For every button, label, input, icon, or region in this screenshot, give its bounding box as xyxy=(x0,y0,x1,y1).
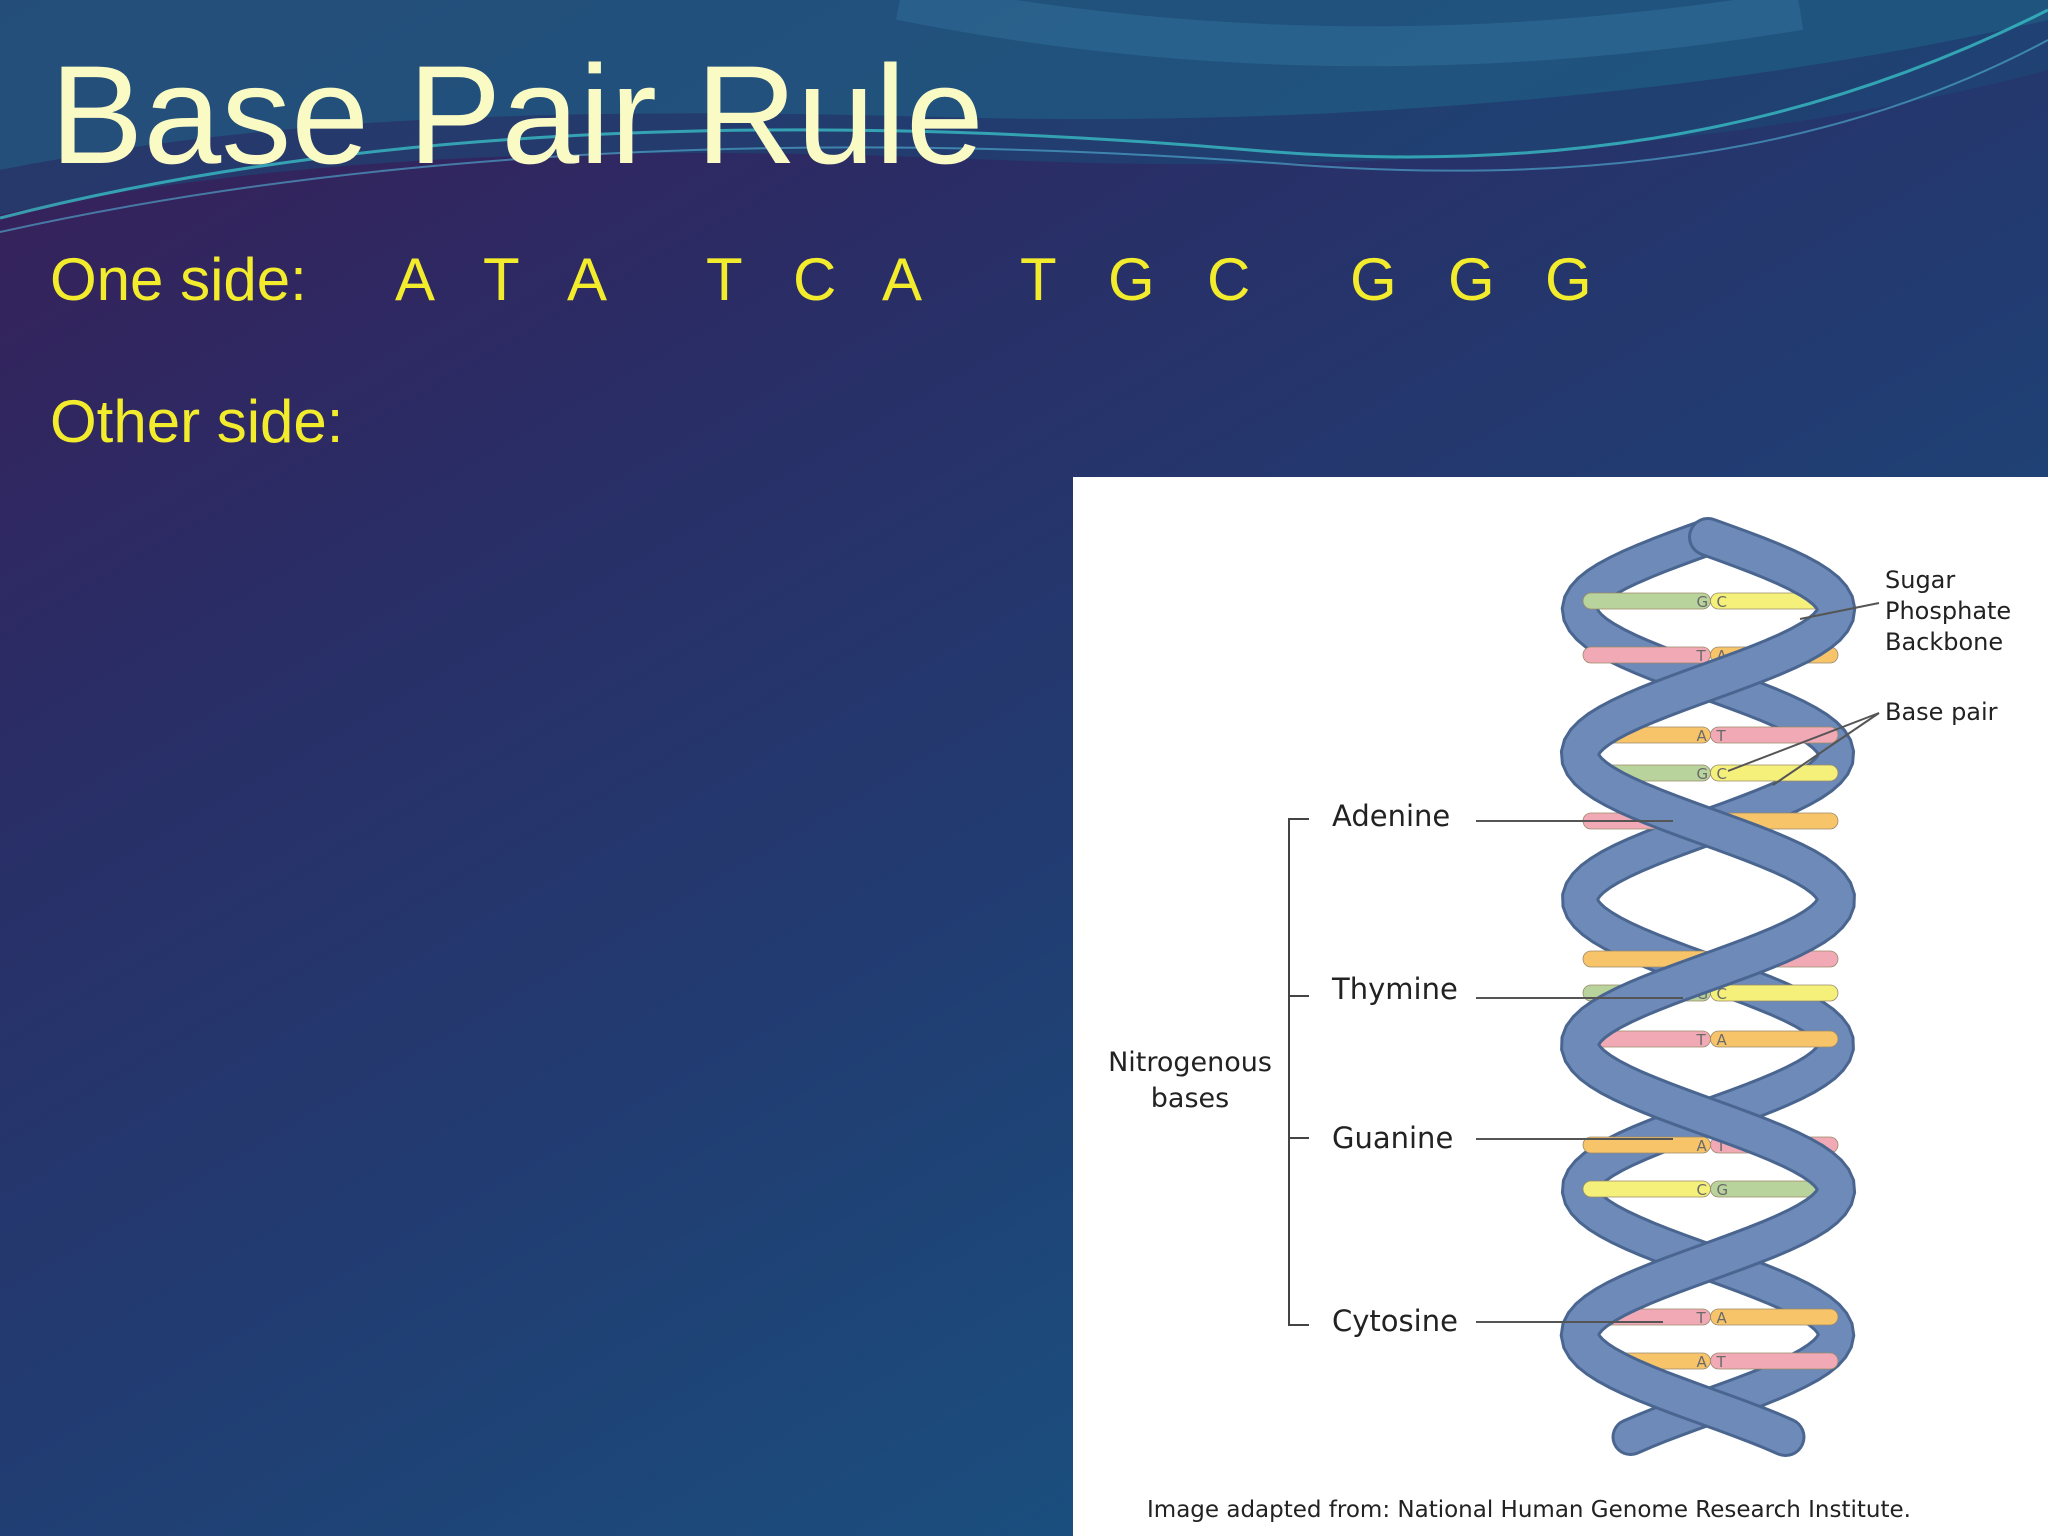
base-letter: T xyxy=(706,246,743,313)
base-letter: T xyxy=(1020,246,1057,313)
rung-letter-left: T xyxy=(1696,1309,1707,1327)
base-pair-label: Base pair xyxy=(1885,698,1998,726)
base-rung-right xyxy=(1710,1352,1839,1370)
backbone-pointer-line xyxy=(1799,602,1880,620)
rung-letter-right: A xyxy=(1717,1309,1728,1327)
rung-letter-left: A xyxy=(1697,1137,1708,1155)
base-letter: A xyxy=(567,246,608,313)
image-credit: Image adapted from: National Human Genom… xyxy=(1147,1497,1911,1523)
backbone-strand xyxy=(1562,520,1854,1454)
base-letter: A xyxy=(882,246,923,313)
rung-letter-right: T xyxy=(1716,727,1727,745)
guanine-label: Guanine xyxy=(1332,1121,1454,1155)
label-line: Nitrogenous xyxy=(1108,1047,1272,1078)
rung-letter-left: A xyxy=(1697,727,1708,745)
rung-letter-left: C xyxy=(1697,1181,1707,1199)
base-letter: A xyxy=(395,246,436,313)
base-rung-left xyxy=(1582,592,1711,610)
label-line: Backbone xyxy=(1885,628,2004,656)
thymine-label: Thymine xyxy=(1332,972,1458,1006)
rung-letter-right: A xyxy=(1717,1031,1728,1049)
base-rung-left xyxy=(1582,646,1711,664)
base-pair-pointer-line xyxy=(1727,712,1880,772)
background-swoosh xyxy=(0,0,2048,233)
rung-letter-left: A xyxy=(1697,1353,1708,1371)
base-rung-right xyxy=(1710,984,1839,1002)
rung-letter-right: C xyxy=(1717,593,1727,611)
base-rung-left xyxy=(1582,1180,1711,1198)
base-letter: G xyxy=(1448,246,1495,313)
base-letter: G xyxy=(1545,246,1592,313)
bases-bracket xyxy=(1288,818,1309,1326)
rung-letter-right: T xyxy=(1716,1353,1727,1371)
label-line: Sugar xyxy=(1885,566,1956,594)
base-rung-right xyxy=(1710,1308,1839,1326)
adenine-label: Adenine xyxy=(1332,799,1451,833)
base-pair-pointer-line xyxy=(1772,712,1880,786)
base-letter: G xyxy=(1350,246,1397,313)
rung-letter-left: T xyxy=(1696,647,1707,665)
other-side-label: Other side: xyxy=(50,388,344,455)
nitrogenous-bases-label: Nitrogenous bases xyxy=(1090,1045,1290,1117)
base-rung-right xyxy=(1710,726,1839,744)
slide-title: Base Pair Rule xyxy=(50,36,984,193)
label-line: Phosphate xyxy=(1885,597,2012,625)
base-rung-right xyxy=(1710,1030,1839,1048)
base-letter: G xyxy=(1108,246,1155,313)
rung-letter-left: G xyxy=(1697,765,1709,783)
rung-letter-right: T xyxy=(1716,1137,1727,1155)
base-letter: C xyxy=(1207,246,1251,313)
base-letter: T xyxy=(483,246,520,313)
label-line: bases xyxy=(1150,1083,1230,1114)
rung-letter-right: C xyxy=(1717,985,1727,1003)
rung-letter-right: G xyxy=(1717,1181,1729,1199)
sugar-phosphate-backbone-label: Sugar Phosphate Backbone xyxy=(1885,565,2011,658)
base-letter: C xyxy=(793,246,837,313)
one-side-label: One side: xyxy=(50,246,307,313)
rung-letter-left: T xyxy=(1696,1031,1707,1049)
rung-letter-left: G xyxy=(1697,593,1709,611)
cytosine-label: Cytosine xyxy=(1332,1304,1458,1338)
base-rung-right xyxy=(1710,764,1839,782)
rung-letter-right: C xyxy=(1717,765,1727,783)
